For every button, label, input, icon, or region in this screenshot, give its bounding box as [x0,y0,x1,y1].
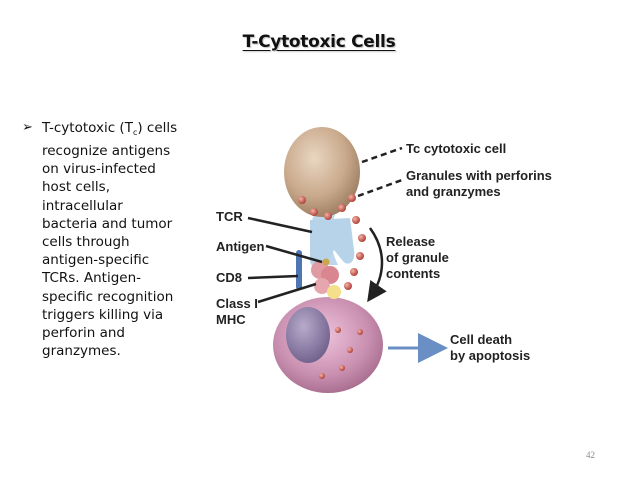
granule [356,252,364,260]
tc-cell-body [284,127,360,217]
label-release-1: Release [386,234,435,249]
granule [319,373,325,379]
page-number: 42 [586,450,595,460]
granule [338,204,346,212]
bullet-line: TCRs. Antigen- [42,270,142,287]
bullet-line: host cells, [42,179,110,196]
label-release-3: contents [386,266,440,281]
cytotoxic-diagram: Tc cytotoxic cell Granules with perforin… [216,127,552,393]
label-granules-2: and granzymes [406,184,501,199]
bullet-body: recognize antigens on virus-infected hos… [42,142,202,360]
granule [352,216,360,224]
bullet-line: on virus-infected [42,161,156,178]
tc-receptor-stalk [310,218,355,269]
bullet-line: antigen-specific [42,252,150,269]
pointer-class1 [257,282,317,304]
pointer-tcr [247,216,313,234]
granule [348,194,356,202]
granule [339,365,345,371]
cd8-band [296,250,302,290]
slide-title: T-Cytotoxic Cells [242,32,396,52]
label-antigen: Antigen [216,239,264,254]
release-bracket [367,227,387,303]
bullet-line: recognize antigens [42,143,171,159]
pointer-cd8 [247,274,299,280]
pointer-antigen [265,244,323,264]
granule [357,329,363,335]
mhc-domain [314,278,330,294]
label-release-2: of granule [386,250,449,265]
bullet-line: intracellular [42,197,123,214]
bullet-heading: T-cytotoxic (Tc) cells [42,120,177,137]
bullet-heading-sub: c [132,128,138,137]
bullet-line: specific recognition [42,288,174,305]
label-granules-1: Granules with perforins [406,168,552,183]
pointer-granules [357,178,403,198]
bullet-line: triggers killing via [42,306,164,323]
target-nucleus [286,307,330,363]
granule [350,268,358,276]
granule [344,282,352,290]
granule [310,208,318,216]
label-death-2: by apoptosis [450,348,530,363]
granule [298,196,306,204]
bullet-heading-pre: T-cytotoxic (T [42,120,133,136]
label-class1: Class I [216,296,258,311]
granule [324,212,332,220]
bullet-line: bacteria and tumor [42,215,173,232]
bullet-line: perforin and [42,325,125,342]
granule [347,347,353,353]
label-death-1: Cell death [450,332,512,347]
bullet-line: granzymes. [42,343,121,360]
label-tc-cell: Tc cytotoxic cell [406,141,506,156]
bullet-heading-post: ) cells [137,120,178,136]
bullet-line: cells through [42,234,130,251]
pointer-tc [361,146,403,164]
granule [335,327,341,333]
antigen-dot [322,258,330,266]
b2m-domain [327,285,341,299]
label-tcr: TCR [216,209,243,224]
label-cd8: CD8 [216,270,242,285]
granule [358,234,366,242]
label-mhc: MHC [216,312,246,327]
arrow-bullet-icon: ➢ [22,120,33,135]
